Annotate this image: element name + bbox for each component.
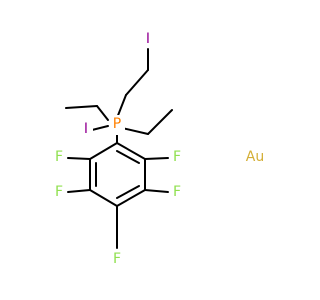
bond-c-f-1	[144, 157, 169, 160]
molecule-structure: I I P F F F F F Au	[52, 30, 265, 268]
bond-c-f-5	[67, 157, 91, 160]
bond-c-f-2	[144, 189, 169, 193]
atom-iodine-top: I	[141, 30, 155, 48]
atom-fluorine-3: F	[110, 250, 124, 268]
ring-bond-4	[89, 189, 118, 207]
bond-ethyl-left-ch3	[65, 105, 98, 109]
atom-iodine-left: I	[79, 120, 93, 138]
iodine-left-label: I	[84, 121, 88, 137]
ring-bond-1	[116, 142, 146, 160]
atom-fluorine-1: F	[170, 148, 184, 166]
molecule-diagram: I I P F F F F F Au	[52, 30, 265, 268]
bond-p-ethyl-left	[96, 105, 109, 121]
atom-fluorine-4: F	[52, 183, 66, 201]
bond-p-i	[91, 125, 109, 131]
atom-gold: Au	[246, 149, 264, 165]
bond-p-ethyl-right	[121, 127, 149, 135]
ring-bond-3	[116, 189, 146, 207]
fluorine-4-label: F	[55, 184, 63, 200]
gold-label: Au	[246, 149, 264, 165]
phosphorus-label: P	[113, 116, 121, 132]
fluorine-3-label: F	[113, 251, 121, 267]
bond-c-f-4	[67, 189, 91, 193]
ring-double-2	[116, 185, 140, 199]
bond-ch2-p	[116, 94, 127, 119]
ring-double-1	[116, 150, 140, 164]
iodine-top-label: I	[146, 31, 150, 47]
bond-ethyl-right-ch3	[147, 109, 173, 135]
ring-bond-6	[89, 142, 118, 160]
atom-fluorine-2: F	[170, 183, 184, 201]
fluorine-1-label: F	[173, 149, 181, 165]
atom-labels: I I P F F F F F Au	[52, 30, 264, 268]
bonds	[65, 48, 173, 249]
atom-phosphorus: P	[109, 115, 125, 135]
bond-ch2-ch2	[125, 69, 149, 96]
fluorine-2-label: F	[173, 184, 181, 200]
atom-fluorine-5: F	[52, 148, 66, 166]
fluorine-5-label: F	[55, 149, 63, 165]
